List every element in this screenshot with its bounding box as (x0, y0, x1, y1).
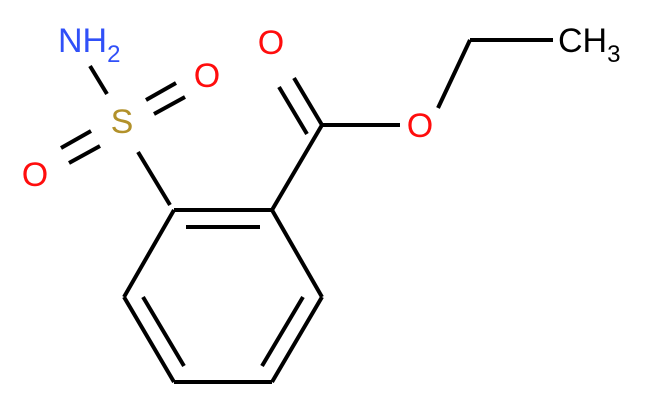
atom-ch3: CH3 (558, 22, 620, 68)
bond (145, 81, 177, 102)
bond (153, 95, 186, 116)
bond (68, 144, 101, 165)
bond (141, 295, 186, 368)
bond (60, 129, 92, 150)
atom-nh2: NH2 (58, 22, 120, 68)
bond (270, 123, 324, 212)
bond (436, 39, 472, 109)
bond (292, 76, 324, 127)
atom-s: S (111, 103, 134, 141)
bond (260, 295, 305, 368)
bond (88, 64, 109, 96)
bond (270, 295, 324, 384)
atom-labels: NH2 S O O O O CH3 (22, 22, 621, 194)
atom-o-sulfonyl-top: O (194, 57, 220, 95)
bond (277, 85, 309, 136)
atom-o-carbonyl: O (258, 24, 284, 62)
bond (122, 295, 176, 384)
bond (136, 150, 172, 207)
bond (270, 209, 324, 298)
atom-o-ester: O (407, 107, 433, 145)
atom-o-sulfonyl-left: O (22, 156, 48, 194)
bonds (60, 38, 553, 384)
bond (122, 209, 176, 298)
